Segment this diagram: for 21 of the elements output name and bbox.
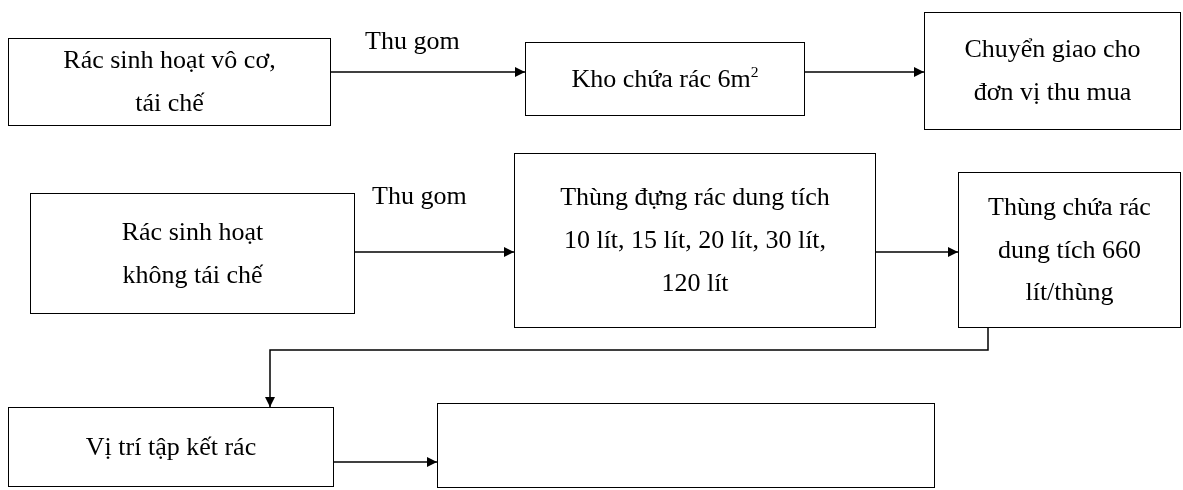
arrow (333, 457, 438, 467)
box-text: Kho chứa rác 6m$^{2}$ (571, 61, 759, 95)
arrow (875, 247, 959, 257)
arrow (354, 247, 515, 257)
process-box (514, 153, 876, 328)
box-text: Rác sinh hoạt không tái chế (120, 215, 265, 291)
box-text: Vị trí tập kết rác (85, 430, 257, 463)
process-box (30, 193, 355, 314)
box-text: Rác sinh hoạt vô cơ, tái chế (62, 44, 277, 119)
box-text: Thùng đựng rác dung tích 10 lít, 15 lít, 20 lít, 30 lít, 120 lít (559, 181, 831, 299)
process-box (8, 407, 334, 487)
process-box (924, 12, 1181, 130)
arrow (265, 327, 989, 408)
process-box (437, 403, 935, 488)
arrow (330, 67, 526, 77)
process-box (8, 38, 331, 126)
box-text: Chuyển giao cho đơn vị thu mua (963, 33, 1142, 108)
arrow (804, 67, 925, 77)
box-text: Thùng chứa rác dung tích 660 lít/thùng (987, 190, 1152, 309)
process-box (958, 172, 1181, 328)
process-box (525, 42, 805, 116)
